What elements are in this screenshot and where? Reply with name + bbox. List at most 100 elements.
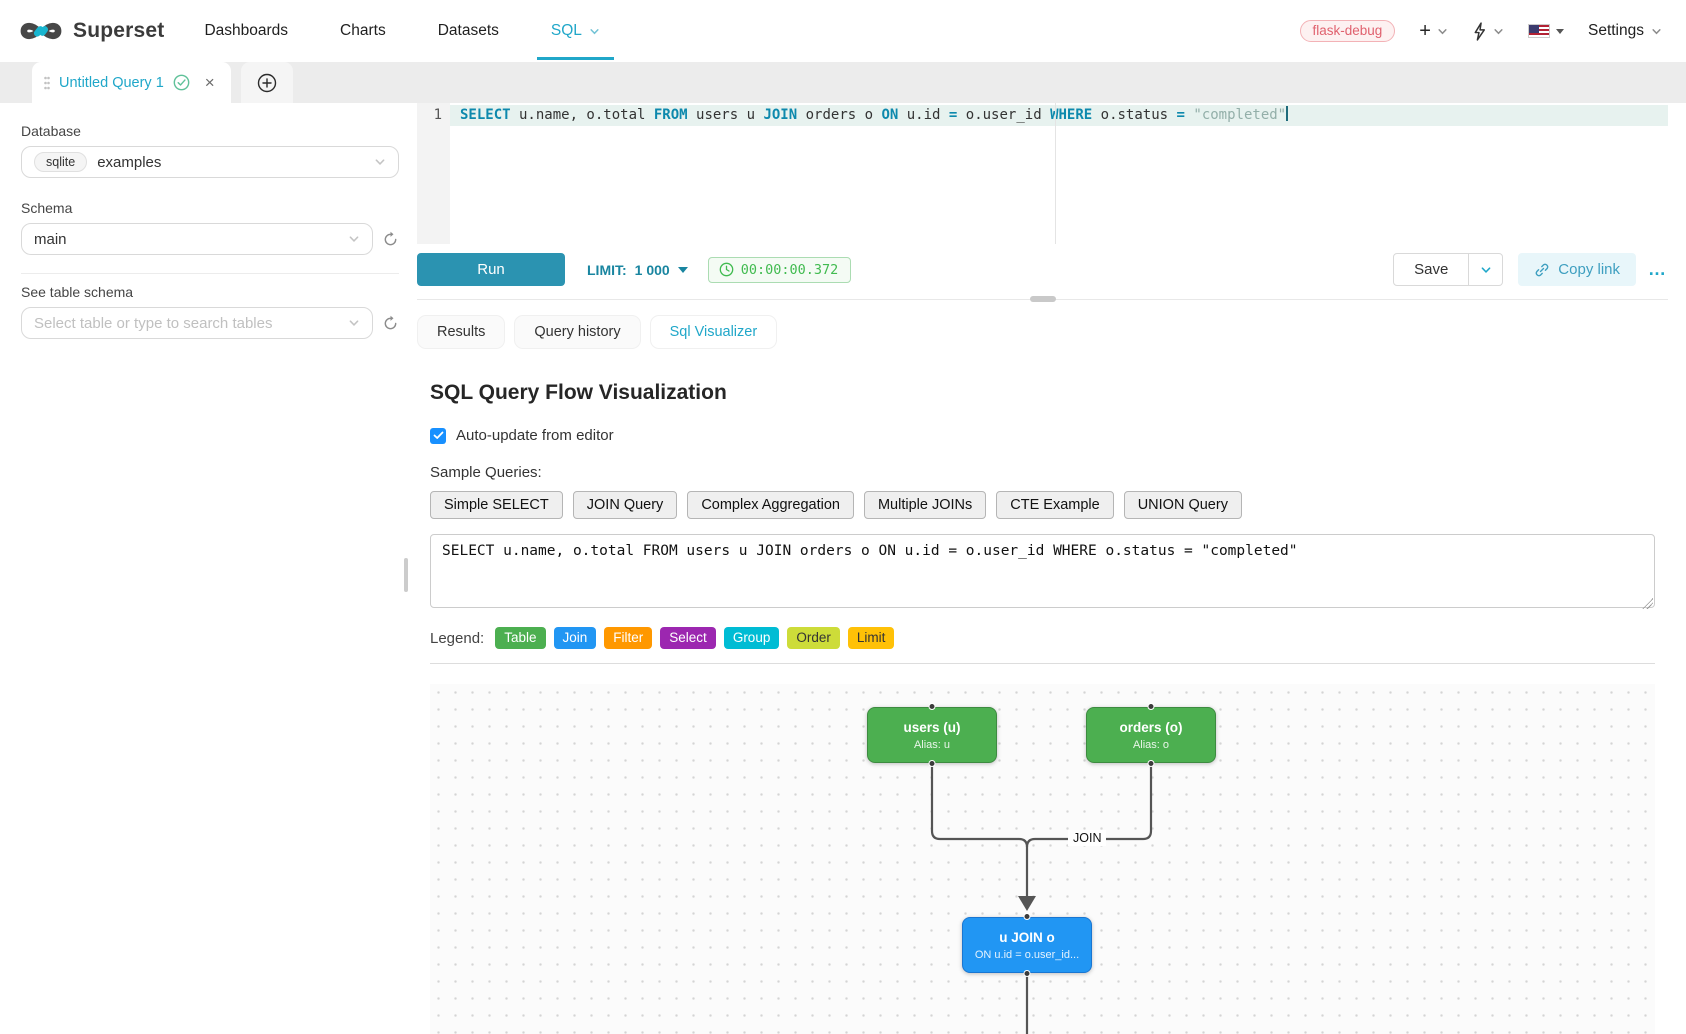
check-icon — [433, 431, 443, 439]
sample-query-button-cte-example[interactable]: CTE Example — [996, 491, 1114, 519]
query-textarea[interactable]: SELECT u.name, o.total FROM users u JOIN… — [430, 534, 1655, 608]
save-options-button[interactable] — [1469, 253, 1504, 286]
language-picker[interactable] — [1527, 24, 1564, 38]
textarea-resize-grip[interactable] — [1642, 598, 1653, 609]
schema-select[interactable]: main — [21, 223, 373, 255]
nav-item-datasets[interactable]: Datasets — [438, 22, 499, 40]
sql-token: JOIN — [763, 107, 798, 123]
sqllab-sidebar: Database sqlite examples Schema main See — [0, 103, 410, 1034]
sql-token: = — [1176, 107, 1185, 123]
legend-chip-limit: Limit — [847, 627, 895, 649]
sql-main: 1 SELECT u.name, o.total FROM users u JO… — [410, 103, 1686, 1034]
sample-query-button-complex-aggregation[interactable]: Complex Aggregation — [687, 491, 854, 519]
tab-sql-visualizer[interactable]: Sql Visualizer — [649, 315, 778, 349]
node-join[interactable]: u JOIN o ON u.id = o.user_id... — [962, 913, 1092, 977]
tab-results[interactable]: Results — [417, 315, 506, 349]
copy-link-button[interactable]: Copy link — [1518, 253, 1636, 286]
panel-resize-handle[interactable] — [1029, 296, 1056, 302]
database-select[interactable]: sqlite examples — [21, 146, 399, 178]
node-subtitle: Alias: u — [913, 738, 951, 751]
query-search-button[interactable] — [1472, 21, 1504, 41]
schema-value: main — [34, 230, 67, 248]
flow-canvas[interactable]: JOIN users (u) Alias: u orders (o) Alias… — [430, 684, 1655, 1034]
limit-label: LIMIT: — [587, 261, 627, 278]
nav-item-dashboards[interactable]: Dashboards — [204, 22, 288, 40]
legend-chip-table: Table — [495, 627, 546, 649]
sql-token: SELECT — [460, 107, 511, 123]
legend-chip-select: Select — [660, 627, 716, 649]
sql-editor[interactable]: 1 SELECT u.name, o.total FROM users u JO… — [417, 103, 1668, 244]
node-handle[interactable] — [1023, 970, 1031, 977]
superset-infinity-icon — [20, 22, 62, 40]
node-title: u JOIN o — [999, 929, 1055, 945]
query-tab-strip: Untitled Query 1 × — [0, 62, 1686, 103]
link-icon — [1535, 263, 1549, 276]
nav-right: flask-debug + Settings — [1299, 20, 1663, 42]
sql-token: ON — [881, 107, 899, 123]
close-tab-icon[interactable]: × — [204, 73, 215, 92]
more-options-button[interactable]: … — [1648, 259, 1668, 279]
database-value: examples — [97, 153, 162, 171]
sample-query-button-join-query[interactable]: JOIN Query — [572, 491, 678, 519]
limit-dropdown[interactable]: LIMIT: 1 000 — [587, 262, 688, 278]
add-tab-button[interactable] — [240, 62, 293, 103]
chevron-down-icon — [349, 320, 359, 327]
nav-item-charts[interactable]: Charts — [340, 22, 386, 40]
caret-down-icon — [1555, 28, 1564, 34]
node-handle[interactable] — [1147, 703, 1155, 710]
node-title: orders (o) — [1119, 719, 1183, 735]
node-users[interactable]: users (u) Alias: u — [867, 703, 997, 767]
sidebar-resize-handle[interactable] — [404, 558, 408, 592]
node-handle[interactable] — [928, 760, 936, 767]
database-engine-badge: sqlite — [34, 152, 88, 172]
new-item-button[interactable]: + — [1419, 21, 1448, 41]
main-nav: Dashboards Charts Datasets SQL — [204, 22, 614, 60]
sample-query-button-multiple-joins[interactable]: Multiple JOINs — [863, 491, 987, 519]
refresh-icon — [384, 315, 397, 329]
editor-gutter: 1 — [417, 103, 450, 244]
nav-item-label: Charts — [340, 22, 386, 39]
chevron-down-icon — [1481, 266, 1491, 273]
table-schema-label: See table schema — [21, 284, 134, 300]
database-label: Database — [21, 123, 81, 139]
save-button[interactable]: Save — [1393, 253, 1470, 286]
table-select-placeholder: Select table or type to search tables — [34, 314, 273, 332]
query-tab-active[interactable]: Untitled Query 1 × — [32, 62, 231, 103]
join-edge-label: JOIN — [1068, 830, 1107, 846]
chevron-down-icon — [1652, 28, 1661, 34]
auto-update-checkbox[interactable] — [430, 427, 446, 444]
refresh-tables-button[interactable] — [382, 315, 399, 332]
check-circle-icon — [173, 74, 190, 91]
timer-value: 00:00:00.372 — [740, 261, 839, 278]
node-handle[interactable] — [1023, 913, 1031, 920]
caret-down-icon — [677, 266, 688, 273]
lightning-bolt-icon — [1474, 21, 1485, 41]
settings-label: Settings — [1587, 22, 1644, 39]
sample-query-button-simple-select[interactable]: Simple SELECT — [430, 491, 563, 519]
sample-query-button-union-query[interactable]: UNION Query — [1123, 491, 1242, 519]
sql-token: u.id — [898, 107, 949, 123]
editor-active-line: SELECT u.name, o.total FROM users u JOIN… — [450, 105, 1668, 126]
legend-chip-group: Group — [723, 627, 780, 649]
drag-handle-icon — [44, 76, 50, 89]
tab-query-history[interactable]: Query history — [514, 315, 641, 349]
node-handle[interactable] — [928, 703, 936, 710]
sql-token: FROM — [653, 107, 688, 123]
settings-menu[interactable]: Settings — [1588, 22, 1662, 40]
node-handle[interactable] — [1147, 760, 1155, 767]
editor-toolbar: Run LIMIT: 1 000 00:00:00.372 Save — [417, 244, 1668, 302]
auto-update-label: Auto-update from editor — [456, 427, 614, 444]
run-button[interactable]: Run — [417, 253, 565, 286]
superset-logo[interactable]: Superset — [18, 16, 164, 46]
nav-item-sql[interactable]: SQL — [536, 22, 614, 60]
plus-icon: + — [1419, 20, 1431, 42]
top-nav: Superset Dashboards Charts Datasets SQL fla… — [0, 0, 1686, 62]
editor-code-area[interactable]: SELECT u.name, o.total FROM users u JOIN… — [450, 103, 1668, 244]
table-select[interactable]: Select table or type to search tables — [21, 307, 373, 339]
refresh-schemas-button[interactable] — [382, 231, 399, 248]
node-orders[interactable]: orders (o) Alias: o — [1086, 703, 1216, 767]
sidebar-divider — [21, 273, 399, 274]
